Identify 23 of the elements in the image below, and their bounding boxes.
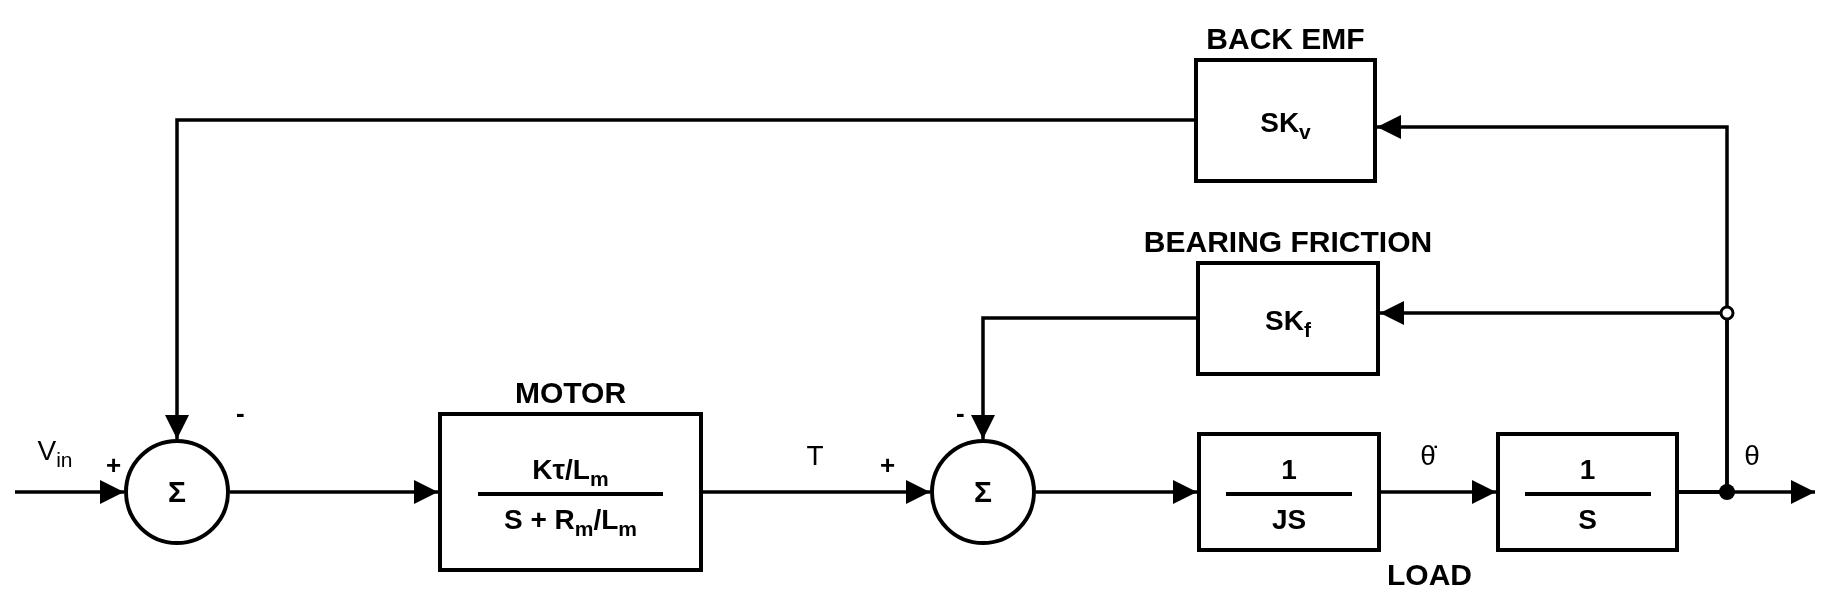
arrow xyxy=(165,118,1194,439)
sigma-symbol: Σ xyxy=(974,475,992,509)
block-title: BEARING FRICTION xyxy=(1143,225,1433,259)
block-title: MOTOR xyxy=(514,376,627,410)
arrow xyxy=(15,480,124,504)
block-title: BACK EMF xyxy=(1206,22,1365,56)
arrow xyxy=(1036,480,1197,504)
arrow xyxy=(1381,480,1496,504)
block-expression: SK$_{v}$ xyxy=(1259,108,1312,142)
denominator: JS xyxy=(1270,506,1308,534)
transfer-function-block xyxy=(1197,432,1381,552)
arrow xyxy=(1380,301,1729,494)
block-expression: SK$_{f}$ xyxy=(1264,306,1312,340)
numerator: Kτ/L$_{m}$ xyxy=(531,456,610,489)
sigma-symbol: Σ xyxy=(168,475,186,509)
arrow xyxy=(230,480,438,504)
denominator: S xyxy=(1577,506,1598,534)
numerator: 1 xyxy=(1280,456,1298,484)
arrow xyxy=(703,480,930,504)
arrow xyxy=(971,316,1196,439)
transfer-function-block xyxy=(1496,432,1679,552)
numerator: 1 xyxy=(1578,456,1597,484)
denominator: S + R$_{m}$/L$_{m}$ xyxy=(502,506,639,539)
